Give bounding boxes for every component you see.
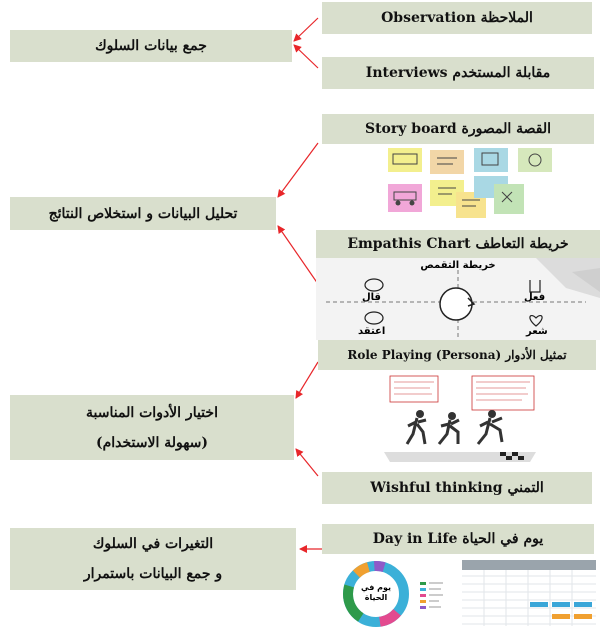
- role-playing-label: تمثيل الأدوار (Role Playing (Persona: [347, 348, 567, 362]
- empathy-did-label: فعل: [524, 292, 546, 303]
- empathy-map-title: خريطة التقمص: [420, 260, 496, 271]
- storyboard-box: القصة المصورة Story board: [322, 114, 594, 144]
- storyboard-label: القصة المصورة Story board: [364, 121, 552, 137]
- behavior-changes-label-1: التغيرات في السلوك: [92, 536, 214, 552]
- arrow-roleplay-to-select: [295, 361, 319, 399]
- collect-behavior-data-label: جمع بيانات السلوك: [95, 38, 207, 54]
- empathy-map-image: خريطة التقمص قال فعل اعتقد شعر: [316, 258, 600, 340]
- interviews-box: مقابلة المستخدم Interviews: [322, 57, 594, 89]
- behavior-changes-box: التغيرات في السلوك و جمع البيانات باستمر…: [10, 528, 296, 590]
- day-in-life-center-label: يوم في الحياة: [361, 583, 391, 602]
- empathy-thought-label: اعتقد: [358, 326, 386, 337]
- analyze-data-box: تحليل البيانات و استخلاص النتائج: [10, 197, 276, 230]
- empathy-chart-label: خريطة التعاطف Empathis Chart: [347, 236, 569, 252]
- empathy-felt-label: شعر: [526, 326, 548, 337]
- wishful-thinking-box: التمني Wishful thinking: [322, 472, 592, 504]
- analyze-data-label: تحليل البيانات و استخلاص النتائج: [48, 205, 238, 222]
- arrow-wishful-to-select: [295, 448, 319, 477]
- arrow-observation-to-collect: [293, 17, 319, 42]
- behavior-changes-label-2: و جمع البيانات باستمرار: [83, 566, 223, 582]
- interviews-label: مقابلة المستخدم Interviews: [365, 65, 551, 81]
- day-in-life-donut-image: يوم في الحياة: [330, 558, 458, 630]
- day-in-life-box: يوم في الحياة Day in Life: [322, 524, 594, 554]
- day-in-life-table-image: [462, 560, 596, 626]
- wishful-thinking-label: التمني Wishful thinking: [370, 480, 544, 496]
- select-tools-box: اختيار الأدوات المناسبة (سهولة الاستخدام…: [10, 395, 294, 460]
- observation-box: الملاحظة Observation: [322, 2, 592, 34]
- collect-behavior-data-box: جمع بيانات السلوك: [10, 30, 292, 62]
- arrow-empathy-to-analyze: [277, 225, 319, 285]
- select-tools-label-1: اختيار الأدوات المناسبة: [86, 404, 218, 421]
- day-in-life-label: يوم في الحياة Day in Life: [372, 531, 544, 547]
- empathy-said-label: قال: [362, 292, 381, 303]
- storyboard-image: [382, 146, 560, 224]
- select-tools-label-2: (سهولة الاستخدام): [95, 434, 209, 451]
- arrow-interviews-to-collect: [293, 44, 319, 69]
- arrow-storyboard-to-analyze: [277, 142, 319, 198]
- empathy-chart-box: خريطة التعاطف Empathis Chart: [316, 230, 600, 258]
- observation-label: الملاحظة Observation: [381, 10, 533, 26]
- role-playing-box: تمثيل الأدوار (Role Playing (Persona: [318, 340, 596, 370]
- role-playing-image: [380, 372, 540, 466]
